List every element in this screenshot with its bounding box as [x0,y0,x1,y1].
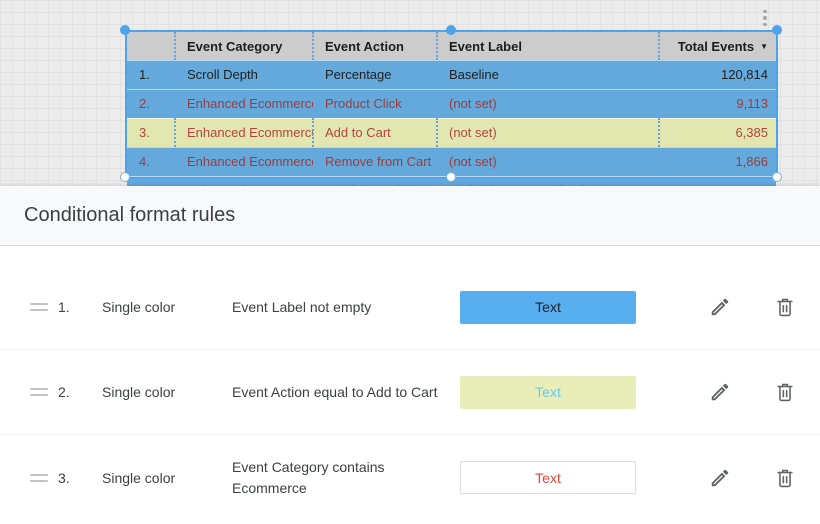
panel-header: Conditional format rules [0,186,820,246]
delete-rule-button[interactable] [773,380,797,404]
column-header[interactable] [127,32,175,60]
report-canvas: Event Category Event Action Event Label … [0,0,820,186]
row-number-cell: 3. [139,125,150,140]
event-action-cell: Quickview Click [313,176,437,186]
event-label-cell: (not set) [449,154,497,169]
rule-type: Single color [102,299,176,315]
column-header-label: Event Label [449,38,522,54]
sort-desc-icon[interactable]: ▼ [760,41,768,51]
rule-number: 2. [58,384,70,400]
delete-rule-button[interactable] [773,466,797,490]
total-events-cell: 9,113 [736,96,768,111]
rule-condition: Event Action equal to Add to Cart [232,383,438,400]
event-action-cell: Product Click [325,96,402,111]
rule-condition: Event Category contains Ecommerce [232,459,385,496]
edit-rule-button[interactable] [708,380,732,404]
data-table[interactable]: Event Category Event Action Event Label … [120,25,782,186]
delete-rule-button[interactable] [773,295,797,319]
edit-rule-button[interactable] [708,466,732,490]
format-rule-row: 1. Single color Event Label not empty Te… [0,265,820,350]
event-category-cell: Enhanced Ecommerce [187,96,313,111]
trash-icon [777,383,793,402]
conditional-format-panel: Conditional format rules 1. Single color… [0,186,820,524]
column-header[interactable]: Event Action [313,32,437,60]
pencil-icon [711,383,729,401]
chip-label: Text [535,299,561,315]
event-label-cell: (not set) [449,96,497,111]
row-number-cell: 2. [139,96,150,111]
event-label-cell: Android Tops Hoodie Black [437,176,659,186]
trash-icon [777,469,793,487]
format-rule-row: 3. Single color Event Category contains … [0,435,820,520]
event-label-cell: Baseline [449,67,499,82]
event-label-cell: (not set) [449,125,497,140]
chip-label: Text [535,469,561,486]
event-category-cell: Enhanced Ecommerce [187,154,313,169]
rule-type: Single color [102,384,176,400]
event-category-cell: Scroll Depth [187,67,258,82]
event-action-cell: Add to Cart [325,125,391,140]
resize-handle-top-left[interactable] [120,25,130,35]
pencil-icon [711,469,729,486]
total-events-cell: 6,385 [735,125,768,140]
total-events-cell: 1,866 [735,154,768,169]
row-number-cell: 1. [139,67,150,82]
table-row[interactable]: 1. Scroll Depth Percentage Baseline 120,… [127,60,776,89]
rule-condition: Event Label not empty [232,298,372,315]
table-header-row: Event Category Event Action Event Label … [127,32,776,60]
column-header[interactable]: Event Label [437,32,659,60]
event-action-cell: Percentage [325,67,392,82]
row-number-cell: 4. [139,154,150,169]
column-header-label: Event Category [187,38,283,54]
total-events-cell: 120,814 [721,67,768,82]
resize-handle-top-middle[interactable] [446,25,456,35]
event-category-cell: Enhanced Ecommerce [187,125,313,140]
column-header-label: Event Action [325,38,404,54]
row-number-cell: 5. [127,176,175,186]
table-row[interactable]: 2. Enhanced Ecommerce Product Click (not… [127,89,776,118]
kebab-menu-icon[interactable] [760,6,770,30]
resize-handle-bottom-right[interactable] [772,172,782,182]
rule-color-chip[interactable]: Text [460,290,636,324]
chip-label: Text [535,384,561,400]
pencil-icon [711,298,729,316]
rule-color-chip[interactable]: Text [460,375,636,409]
rule-number: 3. [58,469,70,486]
rule-color-chip[interactable]: Text [460,461,636,494]
trash-icon [777,298,793,317]
rule-number: 1. [58,299,70,315]
table-row[interactable]: 3. Enhanced Ecommerce Add to Cart (not s… [127,118,776,147]
resize-handle-bottom-left[interactable] [120,172,130,182]
event-category-cell: Enhanced Ecommerce [175,176,313,186]
event-action-cell: Remove from Cart [325,154,432,169]
rule-type: Single color [102,469,176,486]
table-row[interactable]: 4. Enhanced Ecommerce Remove from Cart (… [127,147,776,176]
column-header[interactable]: Total Events ▼ [659,32,776,60]
column-header-label: Total Events [677,38,755,54]
edit-rule-button[interactable] [708,295,732,319]
format-rule-row: 2. Single color Event Action equal to Ad… [0,350,820,435]
rules-list: 1. Single color Event Label not empty Te… [0,246,820,520]
total-events-cell: 1,330 [659,176,776,186]
resize-handle-top-right[interactable] [772,25,782,35]
drag-handle-icon[interactable] [30,303,48,311]
drag-handle-icon[interactable] [30,388,48,396]
drag-handle-icon[interactable] [30,473,48,482]
panel-title: Conditional format rules [24,204,236,226]
resize-handle-bottom-middle[interactable] [446,172,456,182]
column-header[interactable]: Event Category [175,32,313,60]
table-body: Event Category Event Action Event Label … [127,32,776,186]
